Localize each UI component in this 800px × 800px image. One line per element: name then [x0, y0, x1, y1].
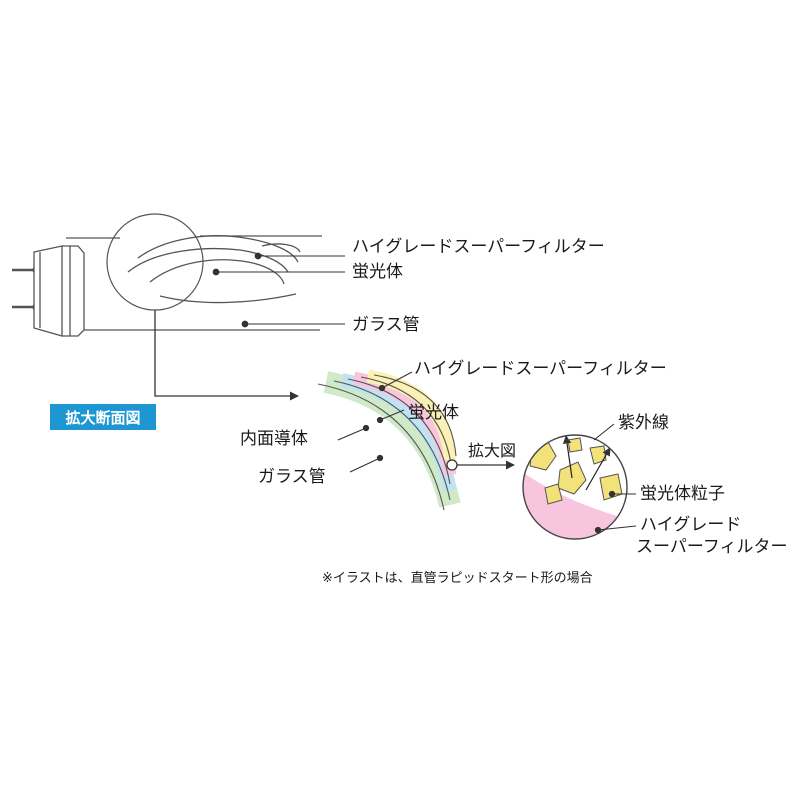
- section-badge: 拡大断面図: [50, 404, 156, 430]
- label-cs-conductor: 内面導体: [240, 429, 308, 449]
- cross-section: [317, 369, 461, 511]
- label-cs-phosphor: 蛍光体: [408, 403, 459, 423]
- label-uv: 紫外線: [618, 413, 669, 433]
- zoom-arrow: [446, 459, 515, 471]
- magnified-view: [522, 434, 628, 540]
- label-zoom: 拡大図: [468, 441, 516, 460]
- label-particles: 蛍光体粒子: [640, 484, 725, 504]
- footnote: ※イラストは、直管ラピッドスタート形の場合: [322, 571, 593, 586]
- label-tube-glass: ガラス管: [352, 315, 420, 335]
- label-tube-phosphor: 蛍光体: [352, 262, 403, 282]
- section-title: 拡大断面図: [65, 409, 140, 427]
- label-cs-filter: ハイグレードスーパーフィルター: [414, 359, 667, 379]
- zoom-leaders: [593, 423, 637, 534]
- tube-leaders: [212, 252, 345, 328]
- cs-leaders: [337, 371, 413, 473]
- label-tube-filter: ハイグレードスーパーフィルター: [352, 237, 605, 257]
- label-cs-glass: ガラス管: [258, 467, 326, 487]
- tube-illustration: [12, 213, 322, 401]
- label-filter-line1: ハイグレード: [640, 515, 741, 535]
- magnifier-circle-icon: [106, 213, 204, 311]
- label-filter-line2: スーパーフィルター: [636, 537, 787, 557]
